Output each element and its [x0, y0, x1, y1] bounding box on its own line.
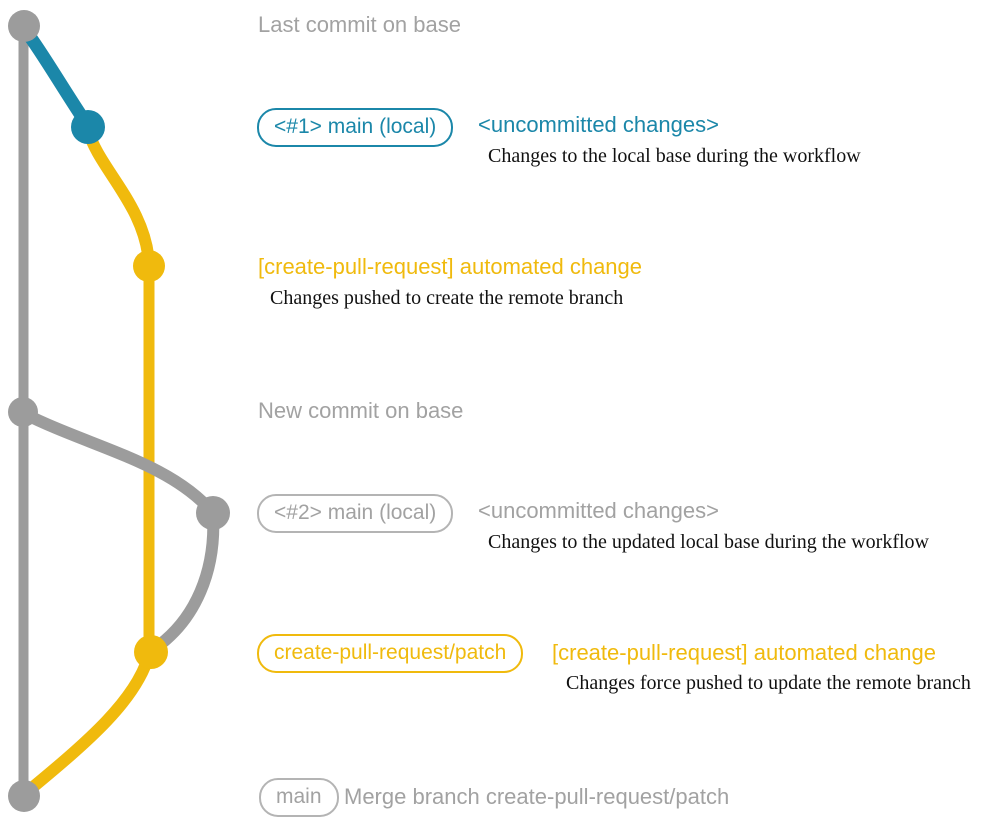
edge-automated-change-1 [82, 124, 155, 270]
commit-graph [8, 10, 230, 812]
edge-local-changes-2 [17, 407, 219, 519]
desc-local-changes-2: Changes to the updated local base during… [488, 531, 929, 553]
status-uncommitted-changes-2: <uncommitted changes> [478, 498, 719, 523]
node-automated-1 [133, 250, 165, 282]
branch-badge-main: main [259, 778, 339, 818]
label-last-commit-on-base: Last commit on base [258, 12, 461, 37]
label-new-commit-on-base: New commit on base [258, 398, 464, 423]
status-uncommitted-changes-1: <uncommitted changes> [478, 112, 719, 137]
node-merge-commit [8, 780, 40, 812]
commit-title-automated-change-1: [create-pull-request] automated change [258, 254, 643, 279]
label-merge-branch: Merge branch create-pull-request/patch [344, 784, 730, 809]
desc-automated-change-1: Changes pushed to create the remote bran… [270, 287, 624, 309]
commit-title-automated-change-2: [create-pull-request] automated change [552, 640, 937, 665]
branch-badge-patch: create-pull-request/patch [257, 634, 524, 674]
node-local-2 [196, 496, 230, 530]
desc-automated-change-2: Changes force pushed to update the remot… [566, 672, 971, 694]
node-new-commit-base [8, 397, 38, 427]
edge-merge [21, 649, 155, 798]
branch-badge-main-local-2: <#2> main (local) [257, 494, 454, 534]
node-local-1 [71, 110, 105, 144]
edge-local-changes-1 [19, 24, 95, 133]
edge-force-push [148, 509, 220, 655]
node-last-commit-base [8, 10, 40, 42]
node-patch-commit [134, 635, 168, 669]
branch-badge-main-local-1: <#1> main (local) [257, 108, 454, 148]
desc-local-changes-1: Changes to the local base during the wor… [488, 145, 861, 167]
